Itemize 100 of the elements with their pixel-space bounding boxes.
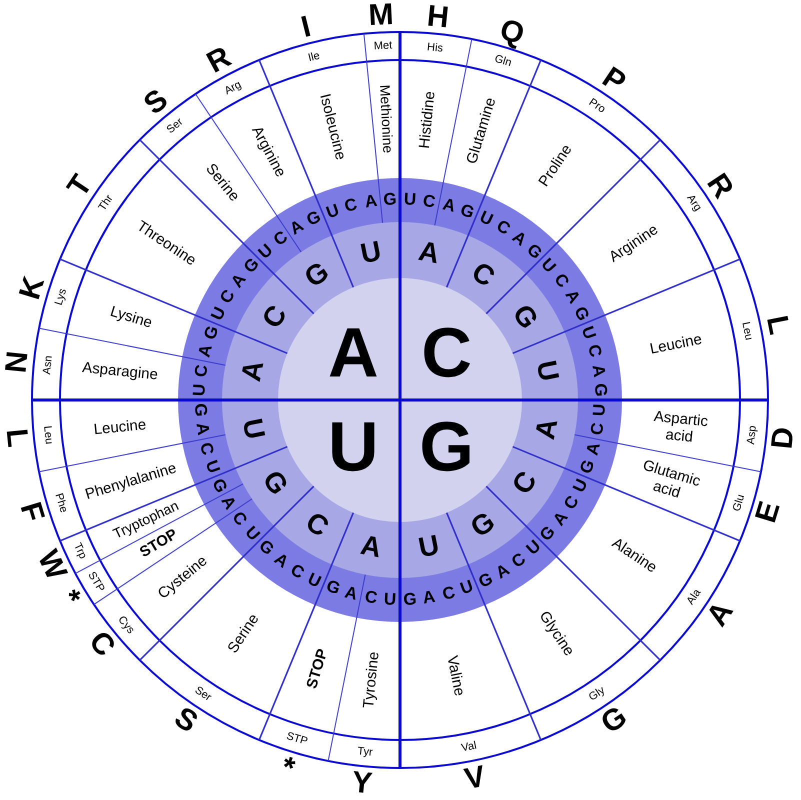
nucleotide-letter: U <box>530 358 564 384</box>
amino-acid-abbreviation: Asn <box>40 355 55 376</box>
amino-acid-letter-code: M <box>368 0 394 33</box>
amino-acid-name: Glutamic acid <box>640 455 704 503</box>
nucleotide-letter: A <box>195 343 217 360</box>
amino-acid-abbreviation: STP <box>86 570 108 594</box>
nucleotide-letter: C <box>421 314 472 392</box>
nucleotide-letter: G <box>458 200 477 223</box>
nucleotide-letter: U <box>208 304 230 324</box>
nucleotide-letter: U <box>358 236 384 270</box>
nucleotide-letter: C <box>440 583 457 605</box>
nucleotide-letter: A <box>416 236 442 270</box>
nucleotide-letter: U <box>200 458 223 476</box>
nucleotide-letter: G <box>419 408 474 486</box>
amino-acid-letter-code: D <box>766 425 801 450</box>
nucleotide-letter: A <box>358 530 384 564</box>
amino-acid-name: Leucine <box>648 332 703 358</box>
nucleotide-letter: G <box>323 577 342 600</box>
amino-acid-name: Valine <box>442 654 467 698</box>
nucleotide-letter: C <box>363 588 378 608</box>
amino-acid-letter-code: Y <box>350 766 374 800</box>
amino-acid-letter-code: * <box>52 584 87 612</box>
amino-acid-name: STOP <box>304 647 332 691</box>
nucleotide-letter: U <box>190 384 210 397</box>
nucleotide-letter: G <box>383 190 398 210</box>
nucleotide-letter: A <box>422 588 437 608</box>
amino-acid-letter-code: K <box>12 273 50 304</box>
amino-acid-abbreviation: Glu <box>730 492 748 513</box>
nucleotide-letter: A <box>328 314 379 392</box>
amino-acid-letter-code: E <box>750 497 788 526</box>
amino-acid-abbreviation: Phe <box>52 492 70 514</box>
nucleotide-letter: U <box>590 403 610 416</box>
nucleotide-letter: U <box>236 416 270 442</box>
nucleotide-letter: U <box>324 200 342 223</box>
nucleotide-letter: C <box>422 192 437 212</box>
nucleotide-letter: A <box>236 358 270 384</box>
nucleotide-letter: C <box>192 363 212 378</box>
nucleotide-letter: G <box>577 458 600 477</box>
amino-acid-letter-code: N <box>0 350 34 375</box>
nucleotide-letter: C <box>343 195 360 217</box>
nucleotide-letter: G <box>200 323 223 342</box>
nucleotide-letter: G <box>570 304 592 324</box>
amino-acid-name: Isoleucine <box>316 92 348 162</box>
amino-acid-abbreviation: Tyr <box>357 746 374 760</box>
amino-acid-letter-code: Q <box>496 12 528 51</box>
nucleotide-letter: G <box>304 208 324 230</box>
amino-acid-letter-code: R <box>201 40 236 80</box>
nucleotide-letter: A <box>192 422 212 437</box>
nucleotide-letter: C <box>588 422 608 437</box>
nucleotide-letter: G <box>466 506 501 544</box>
nucleotide-letter: C <box>256 300 294 334</box>
nucleotide-letter: G <box>590 383 610 398</box>
amino-acid-letter-code: * <box>278 750 299 786</box>
amino-acid-abbreviation: Arg <box>222 78 244 98</box>
nucleotide-letter: G <box>506 299 544 334</box>
nucleotide-letter: G <box>299 256 334 294</box>
amino-acid-name: Tyrosine <box>361 650 384 709</box>
amino-acid-abbreviation: His <box>426 40 444 54</box>
amino-acid-abbreviation: STP <box>285 730 310 748</box>
nucleotide-letter: U <box>328 408 379 486</box>
amino-acid-abbreviation: Asp <box>745 424 760 445</box>
nucleotide-letter: A <box>440 195 457 217</box>
nucleotide-letter: G <box>208 476 230 496</box>
nucleotide-letter: U <box>570 476 592 496</box>
nucleotide-letter: C <box>466 256 500 294</box>
nucleotide-letter: U <box>458 577 476 600</box>
nucleotide-letter: C <box>195 440 217 457</box>
amino-acid-abbreviation: Val <box>460 740 478 755</box>
amino-acid-letter-code: I <box>298 10 314 44</box>
nucleotide-letter: C <box>506 466 544 500</box>
nucleotide-letter: U <box>304 570 324 592</box>
nucleotide-letter: U <box>577 324 600 342</box>
nucleotide-letter: C <box>300 506 334 544</box>
nucleotide-letter: U <box>403 190 416 210</box>
amino-acid-abbreviation: Met <box>373 40 392 53</box>
nucleotide-letter: U <box>384 590 397 610</box>
nucleotide-letter: G <box>190 402 210 417</box>
amino-acid-abbreviation: Leu <box>40 424 55 444</box>
amino-acid-letter-code: L <box>0 427 34 448</box>
amino-acid-abbreviation: Gln <box>492 52 513 70</box>
amino-acid-abbreviation: Thr <box>96 193 116 214</box>
amino-acid-letter-code: H <box>425 0 450 34</box>
amino-acid-letter-code: T <box>61 169 99 203</box>
amino-acid-abbreviation: Trp <box>71 541 89 562</box>
nucleotide-letter: G <box>476 570 496 592</box>
amino-acid-name: Methionine <box>376 84 396 154</box>
nucleotide-letter: C <box>583 343 605 360</box>
amino-acid-name: Leucine <box>93 416 148 438</box>
nucleotide-letter: G <box>256 466 294 501</box>
amino-acid-letter-code: F <box>13 498 50 526</box>
nucleotide-letter: A <box>588 363 608 378</box>
nucleotide-letter: G <box>402 590 417 610</box>
amino-acid-abbreviation: Leu <box>739 320 755 342</box>
nucleotide-letter: A <box>363 192 378 212</box>
nucleotide-letter: U <box>416 530 442 564</box>
amino-acid-name: Lysine <box>108 304 154 333</box>
nucleotide-letter: U <box>476 208 496 230</box>
amino-acid-name: Aspartic acid <box>652 407 710 447</box>
amino-acid-abbreviation: Lys <box>53 287 70 307</box>
amino-acid-abbreviation: Ile <box>306 49 322 64</box>
